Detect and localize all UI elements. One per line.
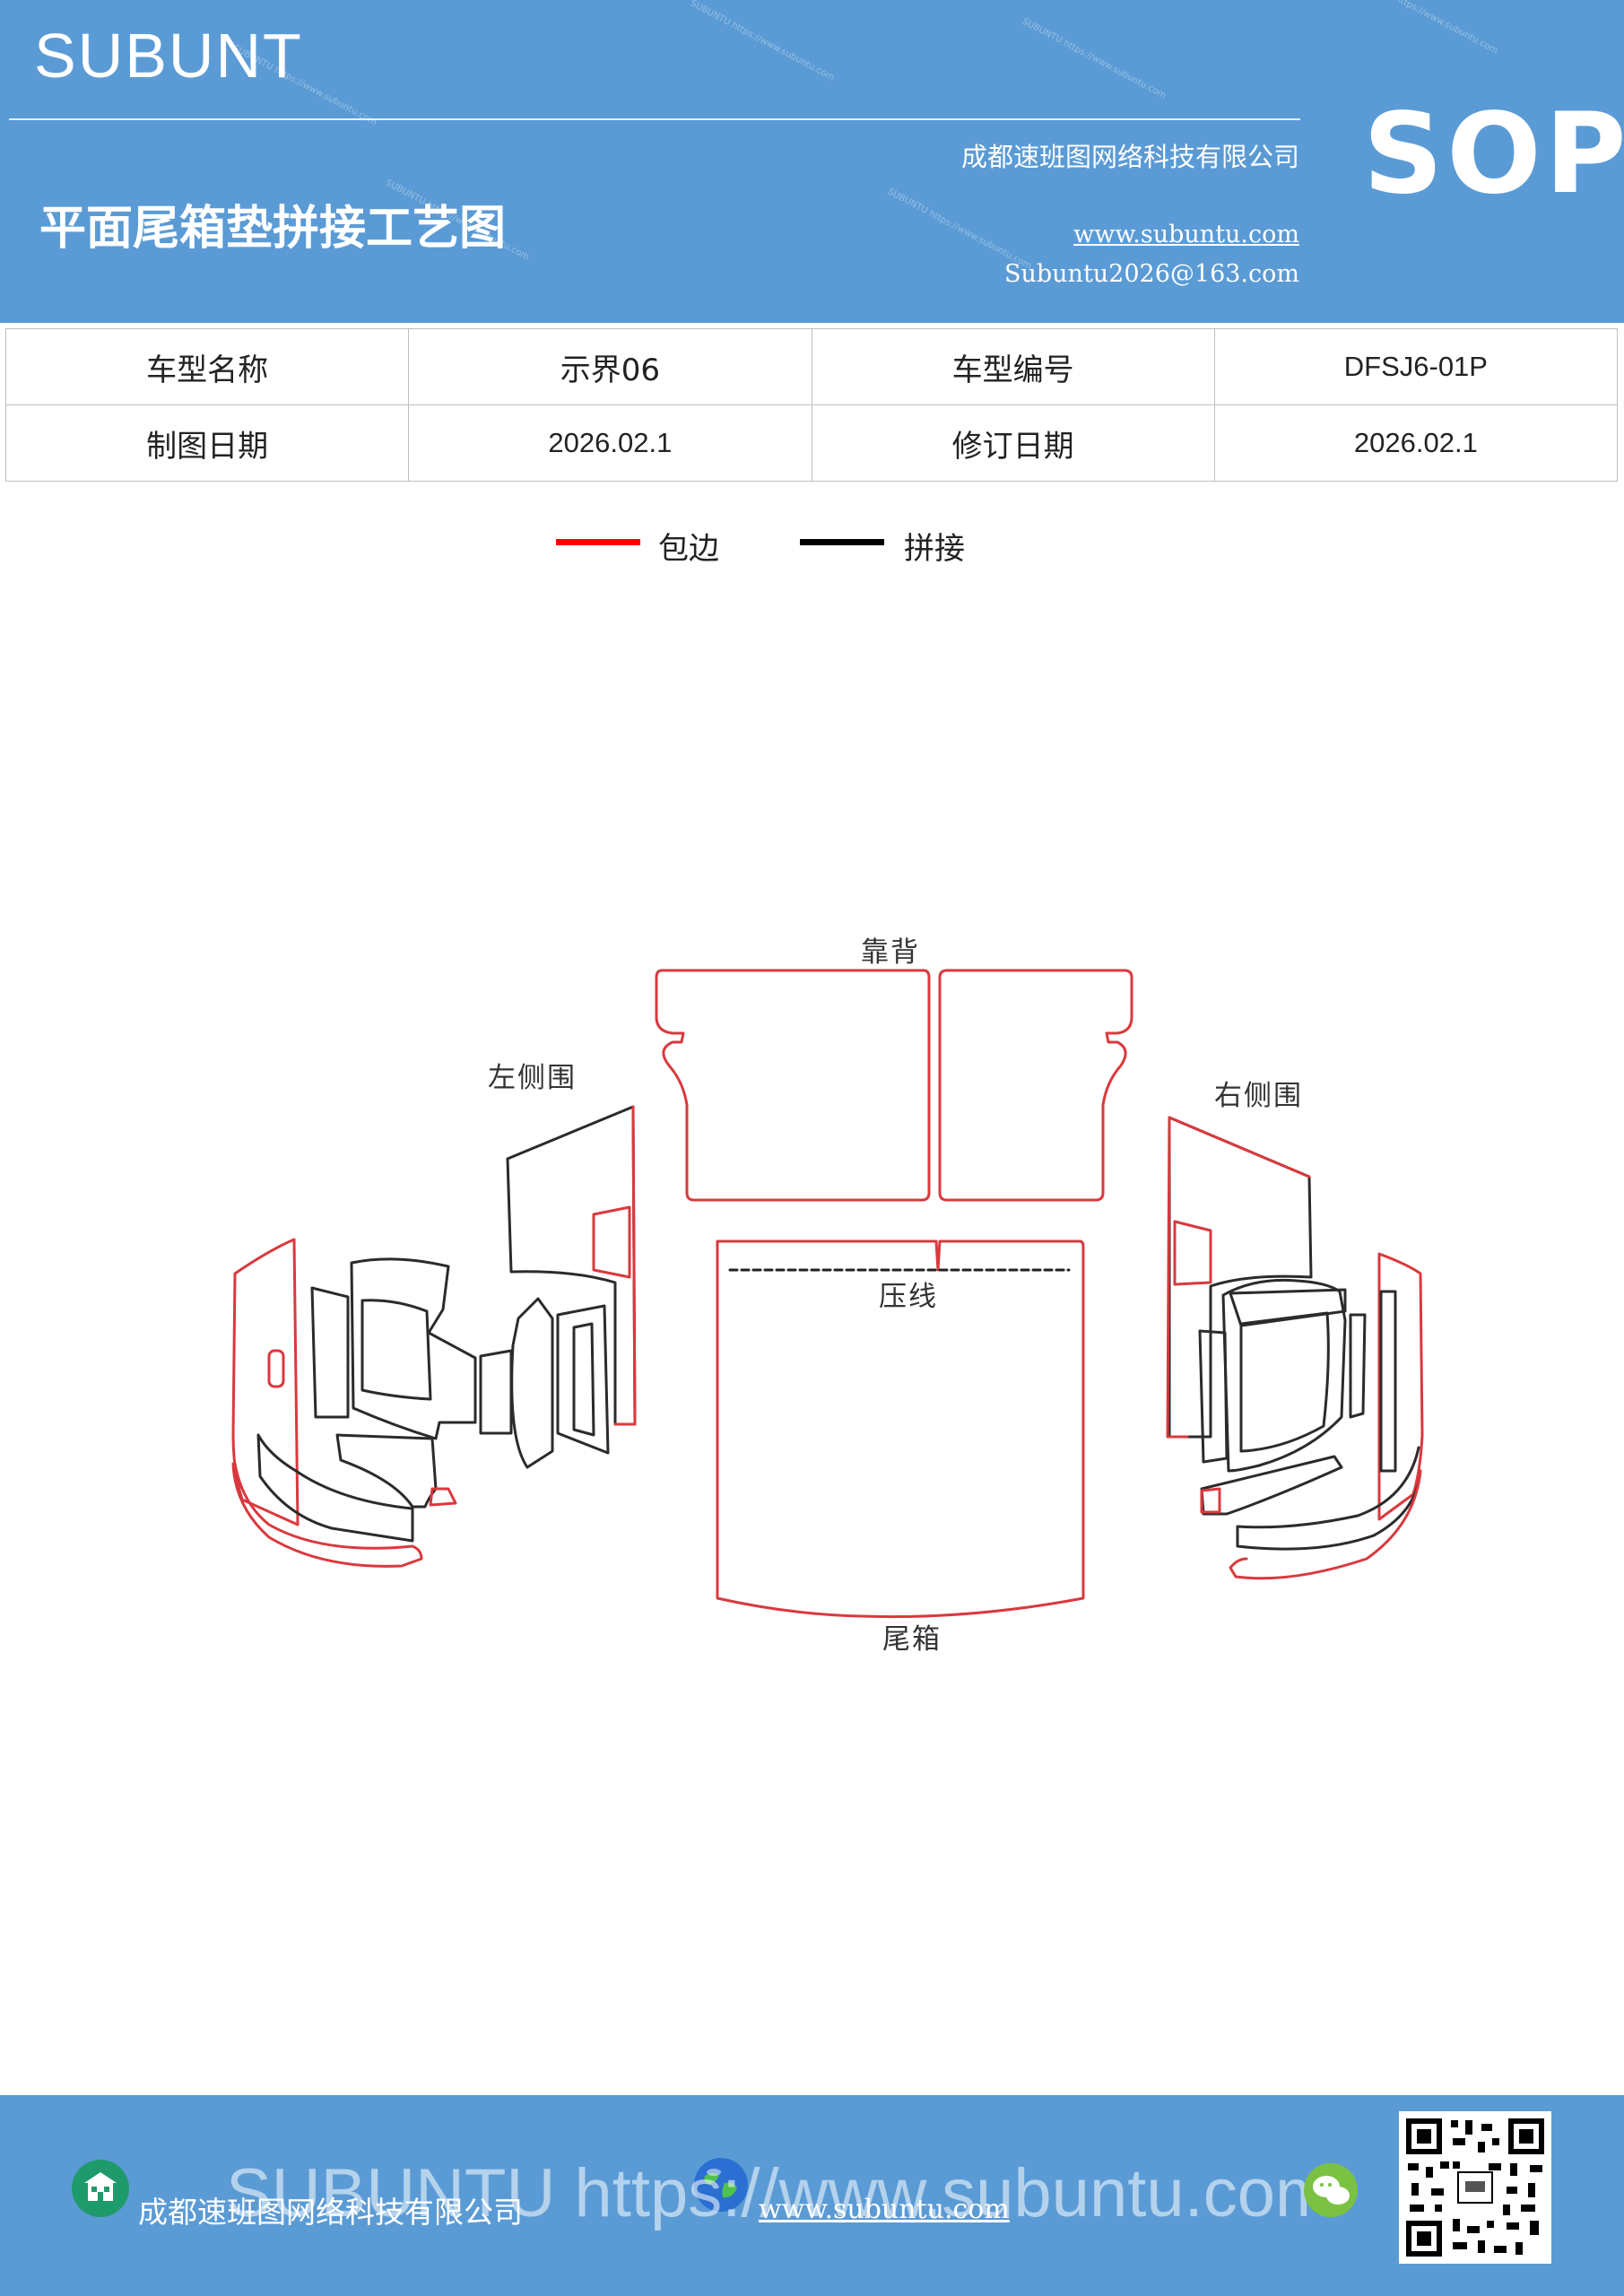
watermark-text: SUBUNTU https://www.subuntu.com — [1351, 0, 1500, 57]
company-name: 成都速班图网络科技有限公司 — [960, 142, 1299, 172]
right-outer-inner — [1379, 1290, 1397, 1473]
legend-label-edge: 包边 — [658, 531, 719, 567]
mat-layout-diagram: 靠背 左侧围 右侧围 压线 尾箱 — [231, 936, 1424, 1656]
drawing-date-label: 制图日期 — [4, 404, 410, 482]
legend-label-seam: 拼接 — [904, 531, 965, 567]
right-arch-panel — [1236, 1446, 1422, 1551]
watermark-text: SUBUNTU https://www.subuntu.com — [688, 0, 837, 83]
label-trunk: 尾箱 — [882, 1623, 942, 1656]
label-crease: 压线 — [879, 1281, 938, 1313]
left-inner-seat-core — [360, 1299, 432, 1401]
revision-date-value: 2026.02.1 — [1213, 404, 1619, 482]
right-outer-panel — [1377, 1252, 1424, 1521]
footer-company: 成都速班图网络科技有限公司 — [138, 2195, 523, 2230]
wechat-icon — [1302, 2161, 1359, 2219]
table-row: 车型名称 示界06 车型编号 DFSJ6-01P — [4, 328, 1619, 405]
left-arch-lower — [231, 1462, 423, 1568]
footer-website-link[interactable]: www.subuntu.com — [759, 2194, 1010, 2225]
left-side-red-edge — [613, 1105, 637, 1426]
legend: 包边 拼接 — [0, 524, 1624, 578]
document-title: 平面尾箱垫拼接工艺图 — [39, 201, 507, 256]
footer-watermark: SUBUNTU https://www.subuntu.com — [226, 2155, 1333, 2231]
right-inner-seat-core — [1239, 1311, 1330, 1453]
website-link[interactable]: www.subuntu.com — [1073, 221, 1299, 248]
label-right-side: 右侧围 — [1214, 1080, 1303, 1112]
right-lower-tab — [1200, 1455, 1343, 1516]
left-inner-seat — [350, 1257, 477, 1440]
left-inner-frame — [310, 1286, 350, 1419]
left-lower-red-tab — [429, 1487, 457, 1507]
watermark-text: SUBUNTU https://www.subuntu.com — [1020, 16, 1168, 101]
watermark-text: SUBUNTU https://www.subuntu.com — [885, 187, 1034, 272]
right-mid-strip — [1198, 1329, 1229, 1464]
right-small-strip — [1349, 1313, 1367, 1419]
left-mid-block — [510, 1297, 554, 1469]
sop-badge: SOP — [1363, 90, 1624, 219]
vehicle-code-value: DFSJ6-01P — [1213, 328, 1619, 405]
legend-swatch-edge — [556, 539, 640, 545]
backrest-left-panel — [655, 969, 931, 1202]
left-right-block-inner — [572, 1322, 595, 1437]
header-banner: SUBUNTU https://www.subuntu.com SUBUNTU … — [0, 0, 1624, 323]
left-outer-panel — [231, 1238, 300, 1526]
left-lower-strip — [335, 1433, 438, 1509]
right-lower-red-tab — [1200, 1487, 1221, 1514]
legend-swatch-seam — [800, 539, 884, 545]
left-slot — [267, 1349, 285, 1388]
right-inner-seat — [1221, 1278, 1347, 1473]
revision-date-label: 修订日期 — [811, 404, 1215, 482]
footer-banner: 成都速班图网络科技有限公司 www.subuntu.com SUBUNTU ht… — [0, 2095, 1624, 2296]
left-side-window — [592, 1205, 631, 1279]
left-mid-strip — [479, 1349, 513, 1435]
vehicle-name-label: 车型名称 — [4, 328, 410, 405]
vehicle-name-value: 示界06 — [408, 328, 812, 405]
left-side-upper-panel — [506, 1105, 637, 1426]
left-right-block — [556, 1304, 610, 1455]
right-side-upper-panel — [1168, 1116, 1313, 1439]
qr-code — [1399, 2111, 1551, 2264]
label-left-side: 左侧围 — [488, 1062, 577, 1094]
backrest-right-panel — [938, 969, 1133, 1202]
left-arch-panel — [256, 1433, 414, 1543]
header-divider — [9, 118, 1300, 120]
contact-email: Subuntu2026@163.com — [1004, 260, 1299, 288]
trunk-main-panel — [716, 1239, 1085, 1619]
right-inner-lip — [1229, 1288, 1347, 1327]
right-side-red-edge — [1166, 1116, 1311, 1439]
globe-icon — [692, 2156, 750, 2213]
vehicle-code-label: 车型编号 — [811, 328, 1215, 405]
vehicle-info-table: 车型名称 示界06 车型编号 DFSJ6-01P 制图日期 2026.02.1 … — [4, 328, 1619, 482]
table-row: 制图日期 2026.02.1 修订日期 2026.02.1 — [4, 404, 1619, 482]
drawing-date-value: 2026.02.1 — [408, 404, 812, 482]
brand-name: SUBUNT — [34, 21, 303, 91]
right-side-window — [1173, 1220, 1212, 1286]
right-arch-lower — [1229, 1469, 1422, 1580]
label-backrest: 靠背 — [861, 936, 920, 969]
building-icon — [72, 2160, 129, 2217]
